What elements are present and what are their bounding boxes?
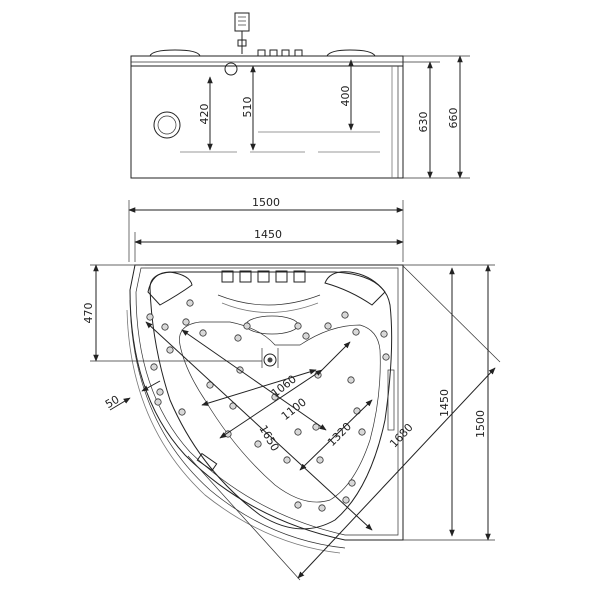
dim-420-label: 420 <box>198 104 211 125</box>
side-view-rim <box>130 55 404 67</box>
jet-icon <box>316 456 324 464</box>
control-button-icon <box>293 270 306 283</box>
jet-icon <box>294 501 302 509</box>
faucet-icon <box>224 62 238 76</box>
lumbar-pillow <box>245 315 299 335</box>
jet-icon <box>178 408 186 416</box>
headrest-right-side <box>326 49 376 57</box>
jet-icon <box>154 398 162 406</box>
side-view-body <box>130 65 404 179</box>
dim-400-label: 400 <box>339 86 352 107</box>
control-button-icon <box>275 270 288 283</box>
jet-icon <box>353 407 361 415</box>
jet-icon <box>318 504 326 512</box>
dim-1680-label: 1680 <box>387 421 416 450</box>
jet-icon <box>382 353 390 361</box>
round-lamp-icon <box>153 111 181 139</box>
control-button-icon <box>257 270 270 283</box>
control-button-icon <box>221 270 234 283</box>
control-button-icon <box>294 49 303 57</box>
control-button-icon <box>269 49 278 57</box>
grab-handle <box>387 369 395 431</box>
jet-icon <box>347 376 355 384</box>
side-control-panel <box>196 452 218 472</box>
jet-icon <box>324 322 332 330</box>
dim-1650-label: 1650 <box>256 423 281 454</box>
jet-icon <box>234 334 242 342</box>
headrest-left <box>147 271 193 306</box>
control-button-icon <box>239 270 252 283</box>
jet-icon <box>342 496 350 504</box>
jet-icon <box>294 322 302 330</box>
dim-50-label: 50 <box>103 393 122 411</box>
dim-470-label: 470 <box>82 303 95 324</box>
jet-icon <box>161 323 169 331</box>
side-view: 420 510 400 630 660 <box>130 12 470 179</box>
control-button-icon <box>257 49 266 57</box>
tub-inner-basin <box>149 271 393 530</box>
jet-icon <box>199 329 207 337</box>
jet-icon <box>283 456 291 464</box>
jet-icon <box>156 388 164 396</box>
dim-630-label: 630 <box>417 112 430 133</box>
jet-icon <box>302 332 310 340</box>
headrest-right <box>324 271 386 306</box>
dim-660-label: 660 <box>447 108 460 129</box>
jet-icon <box>294 428 302 436</box>
dim-1320-label: 1320 <box>325 420 354 449</box>
hand-shower-icon <box>234 12 250 54</box>
jet-icon <box>380 330 388 338</box>
dim-1450-right-label: 1450 <box>438 389 451 417</box>
jet-icon <box>358 428 366 436</box>
headrest-left-side <box>149 49 201 57</box>
jet-icon <box>146 313 154 321</box>
dim-1500-top-label: 1500 <box>252 196 280 209</box>
jet-icon <box>166 346 174 354</box>
dim-1450-top-label: 1450 <box>254 228 282 241</box>
dim-1500-right-label: 1500 <box>474 410 487 438</box>
jet-icon <box>182 318 190 326</box>
dim-1100-label: 1100 <box>279 396 309 423</box>
top-view: 1500 1450 <box>82 196 501 581</box>
jet-icon <box>150 363 158 371</box>
jet-icon <box>254 440 262 448</box>
jet-icon <box>186 299 194 307</box>
control-button-icon <box>281 49 290 57</box>
jet-icon <box>341 311 349 319</box>
jet-icon <box>243 322 251 330</box>
jet-icon <box>352 328 360 336</box>
jet-icon <box>348 479 356 487</box>
dim-510-label: 510 <box>241 97 254 118</box>
